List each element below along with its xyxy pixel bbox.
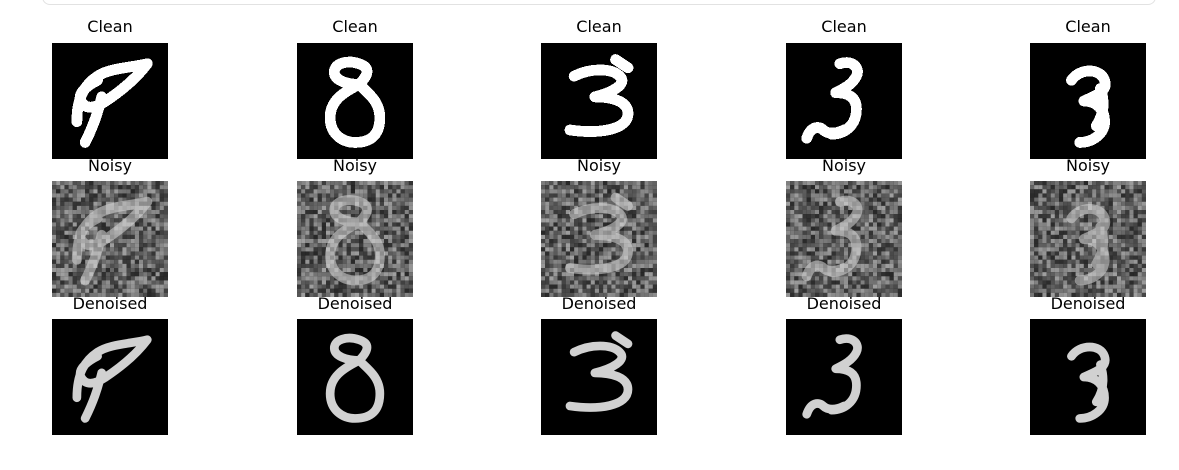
panel-title-denoised: Denoised [72,294,148,313]
noisy-digit-8-svg [297,181,413,297]
clean-digit-image [297,43,413,159]
noisy-digit-image [297,181,413,297]
noisy-digit-image [1030,181,1146,297]
clean-digit-3-svg [786,43,902,159]
noisy-digit-3-svg [786,181,902,297]
panel-title-denoised: Denoised [561,294,637,313]
panel-title-clean: Clean [87,17,133,36]
noisy-digit-7-svg [52,181,168,297]
panel-title-clean: Clean [1065,17,1111,36]
digit-stroke [325,333,385,423]
panel-title-denoised: Denoised [806,294,882,313]
digit-stroke [71,196,153,286]
panel-title-noisy: Noisy [332,156,377,175]
digit-stroke [1067,342,1110,423]
digit-stroke [71,58,153,148]
denoised-digit-3-svg [786,319,902,435]
denoised-digit-7-svg [52,319,168,435]
digit-stroke [1066,204,1111,286]
panel-title-denoised: Denoised [317,294,393,313]
digit-stroke [565,192,633,275]
digit-stroke [802,334,862,419]
digit-stroke [325,195,385,286]
denoised-digit-image [541,319,657,435]
digit-stroke [72,335,152,423]
clean-digit-image [52,43,168,159]
panel-title-noisy: Noisy [821,156,866,175]
digit-stroke [324,56,386,148]
digit-stroke [1066,65,1111,148]
noise-pixels [541,181,657,297]
clean-digit-7-svg [52,43,168,159]
panel-title-denoised: Denoised [1050,294,1126,313]
panel-title-clean: Clean [576,17,622,36]
panel-title-noisy: Noisy [87,156,132,175]
denoised-digit-9-svg [1030,319,1146,435]
denoised-digit-image [1030,319,1146,435]
denoised-digit-3-svg [541,319,657,435]
denoised-digit-8-svg [297,319,413,435]
noise-pixels [1030,181,1146,297]
clean-digit-3-svg [541,43,657,159]
panel-title-clean: Clean [821,17,867,36]
panel-title-noisy: Noisy [1065,156,1110,175]
noisy-digit-image [52,181,168,297]
denoised-digit-image [52,319,168,435]
noisy-digit-3-svg [541,181,657,297]
digit-stroke [564,54,634,137]
digit-stroke [801,195,863,282]
denoised-digit-image [297,319,413,435]
noisy-digit-9-svg [1030,181,1146,297]
clean-digit-9-svg [1030,43,1146,159]
panel-title-noisy: Noisy [576,156,621,175]
digit-stroke [801,57,863,144]
clean-digit-image [541,43,657,159]
clean-digit-8-svg [297,43,413,159]
noisy-digit-image [786,181,902,297]
panel-title-clean: Clean [332,17,378,36]
clean-digit-image [786,43,902,159]
clean-digit-image [1030,43,1146,159]
denoised-digit-image [786,319,902,435]
digit-stroke [565,331,633,412]
noisy-digit-image [541,181,657,297]
